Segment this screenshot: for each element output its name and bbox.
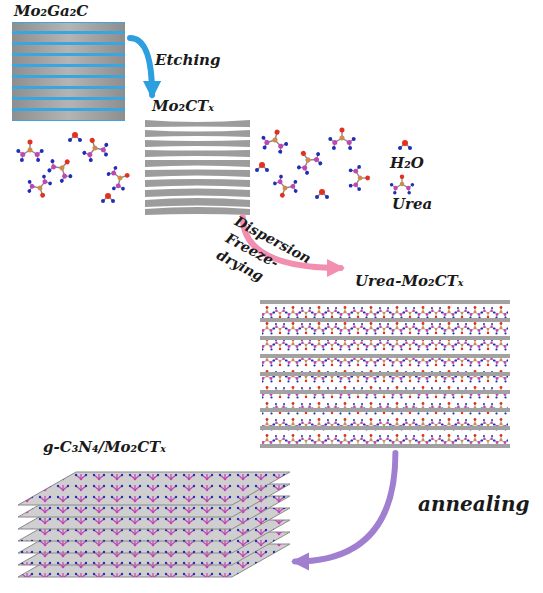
mxene-sheet [260, 372, 510, 376]
mo-slab [12, 67, 125, 75]
material-node: Mo₂Ga₂C [10, 2, 130, 122]
mxene-sheet [260, 318, 510, 322]
solution-molecules [16, 126, 370, 203]
urea-molecule [328, 127, 355, 150]
mxene-sheet [260, 444, 510, 448]
legend-label: Urea [392, 195, 432, 213]
material-node: Mo₂CTₓ [142, 95, 254, 217]
mxene-sheet [260, 354, 510, 358]
mo-slab [12, 23, 125, 31]
mxene-sheet [145, 120, 250, 127]
mo-slab [12, 111, 125, 120]
mo-slab [12, 78, 125, 86]
mxene-sheet [145, 140, 250, 147]
urea-molecule [349, 165, 370, 191]
process-step-label: Dispersion Freeze-drying [213, 212, 332, 311]
material-node: g-C₃N₄/Mo₂CTₓ [15, 432, 295, 590]
material-node: Urea-Mo₂CTₓ [255, 268, 515, 453]
material-label: Mo₂CTₓ [152, 97, 214, 115]
mo-slab [12, 100, 125, 108]
mo-slab [12, 34, 125, 42]
mxene-sheet [145, 207, 250, 215]
mxene-sheet [145, 160, 250, 167]
process-step-label: Etching [155, 50, 245, 70]
mxene-sheet [145, 198, 250, 207]
ga-layers [12, 22, 125, 121]
material-label: Mo₂Ga₂C [14, 2, 88, 20]
urea-molecule [105, 162, 134, 194]
legend-label: H₂O [390, 154, 424, 172]
mxene-sheet [260, 426, 510, 430]
mxene-sheet [260, 300, 510, 304]
mxene-sheet [260, 336, 510, 340]
composite-stack [18, 472, 290, 577]
mxene-sheet [260, 390, 510, 394]
legend-water-sample [398, 140, 412, 150]
cn-layer [18, 472, 290, 505]
mxene-sheet [145, 170, 250, 178]
water-molecule [255, 162, 269, 172]
mxene-sheet [145, 189, 250, 198]
mxene-sheet [145, 150, 250, 157]
material-label: g-C₃N₄/Mo₂CTₓ [43, 438, 166, 456]
mxene-sheet [145, 179, 250, 187]
mxene-sheet [145, 130, 250, 137]
water-molecule [68, 132, 82, 142]
process-arrow [130, 38, 152, 95]
material-label: Urea-Mo₂CTₓ [355, 272, 463, 290]
urea-molecule [44, 151, 79, 186]
urea-molecule [24, 173, 56, 202]
mxene-sheet [260, 408, 510, 412]
legend-urea-sample [390, 175, 414, 195]
process-step-label: annealing [418, 492, 528, 517]
water-molecule [315, 189, 329, 199]
urea-molecule [16, 139, 43, 162]
max-phase-stack [12, 22, 125, 121]
water-molecule [101, 193, 115, 203]
mxene-stack [145, 120, 250, 215]
mxene-plane [18, 472, 290, 505]
intercalated-stack [260, 300, 510, 450]
urea-molecule [79, 133, 112, 164]
urea-molecule [269, 173, 301, 202]
process-arrow [295, 453, 395, 562]
mo-slab [12, 89, 125, 97]
mo-slab [12, 45, 125, 53]
urea-molecule [291, 143, 326, 177]
urea-molecule [259, 126, 291, 155]
mo-slab [12, 56, 125, 64]
